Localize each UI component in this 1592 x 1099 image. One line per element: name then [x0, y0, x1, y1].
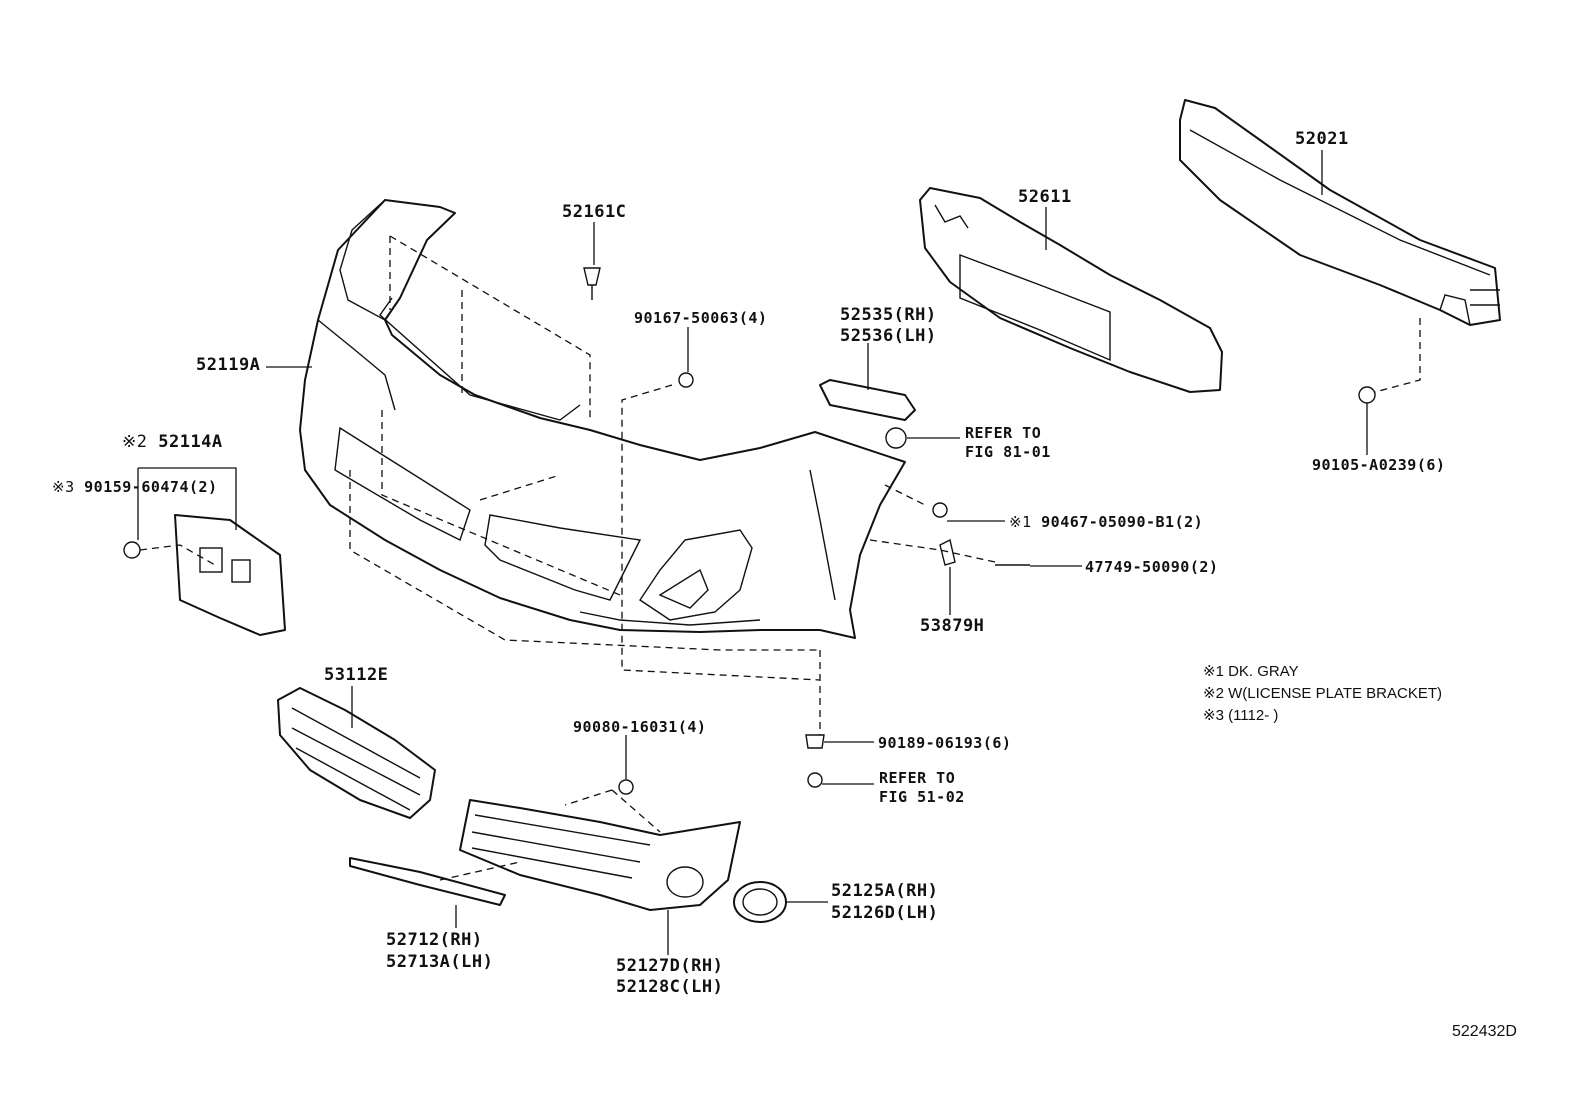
label-52125a-rh[interactable]: 52125A(RH): [831, 881, 939, 901]
label-52114a[interactable]: ※2 52114A: [122, 433, 223, 451]
fasteners: [583, 267, 1376, 795]
label-52536-lh[interactable]: 52536(LH): [840, 326, 937, 346]
label-90467-05090[interactable]: ※1 90467-05090-B1(2): [1009, 513, 1203, 531]
absorber-drawing: [919, 187, 1223, 393]
leader-lines: [137, 150, 1368, 955]
note-2: ※2 W(LICENSE PLATE BRACKET): [1203, 685, 1443, 702]
label-52127d-rh[interactable]: 52127D(RH): [616, 956, 724, 976]
label-53112e[interactable]: 53112E: [324, 665, 389, 685]
note-1: ※1 DK. GRAY: [1203, 663, 1299, 680]
label-90467-05090-number: 90467-05090-B1(2): [1041, 513, 1204, 531]
label-47749-50090[interactable]: 47749-50090(2): [1085, 558, 1219, 576]
label-refer-81-line2[interactable]: FIG 81-01: [965, 443, 1051, 461]
note-3: ※3 (1112- ): [1203, 707, 1279, 724]
label-90189-06193[interactable]: 90189-06193(6): [878, 734, 1012, 752]
lower-grille-drawing: [459, 799, 741, 911]
label-refer-51-line1[interactable]: REFER TO: [879, 769, 956, 787]
figure-id: 522432D: [1452, 1023, 1517, 1040]
label-90105-a0239[interactable]: 90105-A0239(6): [1312, 456, 1446, 474]
label-52114a-number: 52114A: [158, 432, 223, 452]
label-52713a-lh[interactable]: 52713A(LH): [386, 952, 494, 972]
fog-cover-drawing: [733, 881, 787, 923]
mark-1: ※1: [1009, 513, 1032, 531]
reinforcement-drawing: [1179, 99, 1501, 326]
label-52128c-lh[interactable]: 52128C(LH): [616, 977, 724, 997]
label-refer-81-line1[interactable]: REFER TO: [965, 424, 1042, 442]
label-52161c[interactable]: 52161C: [562, 202, 627, 222]
label-52535-rh[interactable]: 52535(RH): [840, 305, 937, 325]
label-90159-60474-number: 90159-60474(2): [84, 478, 218, 496]
bumper-cover-drawing: [299, 199, 906, 639]
label-refer-51-line2[interactable]: FIG 51-02: [879, 788, 965, 806]
label-52126d-lh[interactable]: 52126D(LH): [831, 903, 939, 923]
mark-3: ※3: [52, 478, 75, 496]
label-90167-50063[interactable]: 90167-50063(4): [634, 309, 768, 327]
label-90080-16031[interactable]: 90080-16031(4): [573, 718, 707, 736]
label-53879h[interactable]: 53879H: [920, 616, 985, 636]
upper-grille-drawing: [277, 687, 436, 819]
assembly-lines: [139, 235, 1421, 881]
label-52611[interactable]: 52611: [1018, 187, 1072, 207]
label-52712-rh[interactable]: 52712(RH): [386, 930, 483, 950]
label-90159-60474[interactable]: ※3 90159-60474(2): [52, 478, 218, 496]
retainer-drawing: [819, 379, 916, 449]
plate-bracket-drawing: [123, 514, 286, 636]
moulding-drawing: [349, 857, 506, 906]
label-52119a[interactable]: 52119A: [196, 355, 261, 375]
label-52021[interactable]: 52021: [1295, 129, 1349, 149]
mark-2: ※2: [122, 432, 148, 452]
